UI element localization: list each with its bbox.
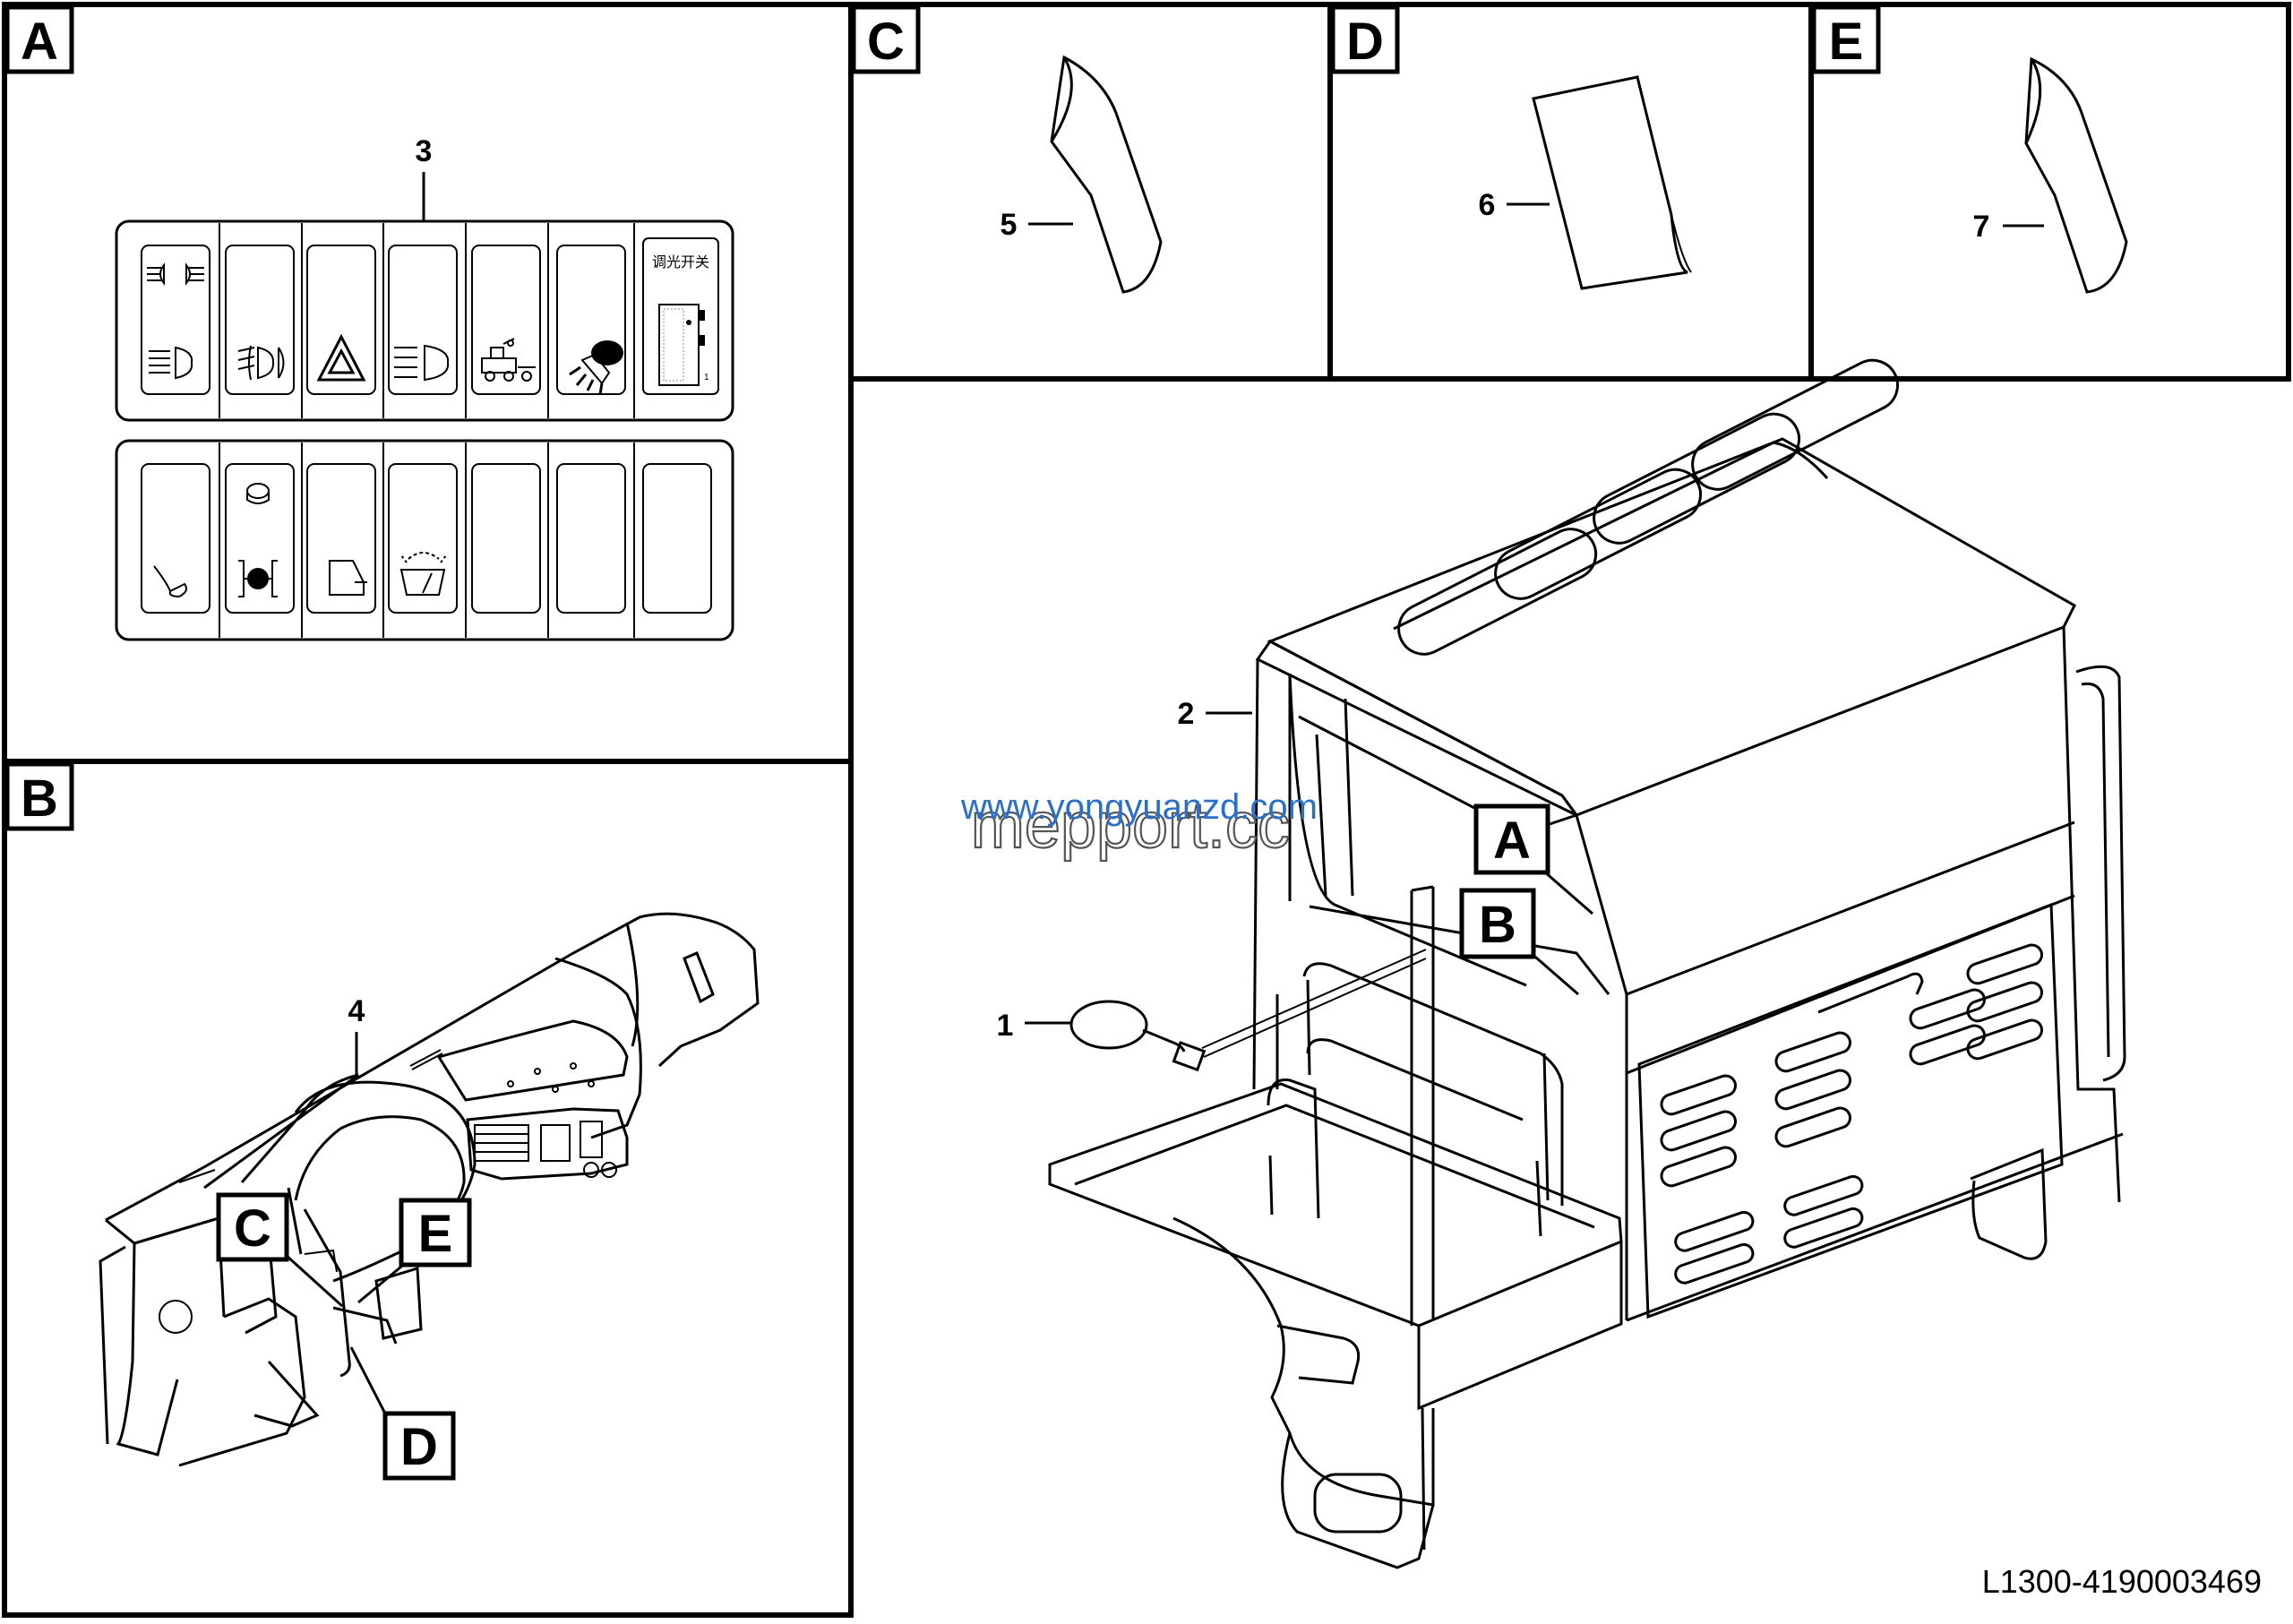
callout-d-dashboard: D: [400, 1418, 438, 1476]
hazard-triangle-icon: [316, 333, 366, 382]
part-number-4: 4: [348, 994, 365, 1028]
dashboard-drawing: 4: [99, 912, 760, 1481]
cab-body: [1252, 626, 2126, 1322]
drawing-code: L1300-4190003469: [1982, 1563, 2262, 1600]
panel-c-label: C: [867, 13, 905, 71]
differential-lock-icon: [238, 483, 278, 597]
fog-light-icon: [237, 345, 285, 381]
window-icon: [329, 560, 367, 596]
decal-part-7: 7: [1973, 56, 2128, 294]
panel-b-frame: [2, 759, 854, 1618]
watermark-line1: www.yongyuanzd.com: [960, 787, 1318, 827]
callout-c-dashboard: C: [234, 1199, 271, 1258]
part-number-6: 6: [1479, 188, 1496, 222]
cab-platform: [1048, 1082, 2048, 1569]
dimmer-switch-text: 调光开关: [652, 254, 709, 271]
part-number-5: 5: [1001, 208, 1018, 242]
part-number-3: 3: [416, 134, 433, 168]
cab-assembly-drawing: 1 2 A B: [997, 358, 2126, 1569]
callout-a-cab: A: [1493, 812, 1531, 870]
watermark-line2: mepport.cc: [971, 790, 1290, 862]
cab-roof: [1255, 358, 2076, 817]
part-number-7: 7: [1973, 210, 1990, 244]
part-number-1: 1: [997, 1009, 1014, 1043]
panel-e-frame: [1808, 2, 2291, 382]
panel-d-label: D: [1346, 13, 1384, 71]
panel-d-frame: [1327, 2, 1814, 382]
watermark: mepport.cc www.yongyuanzd.com: [960, 787, 1318, 863]
horn-icon: [153, 565, 187, 598]
panel-b-label: B: [21, 769, 58, 828]
panel-a-label: A: [21, 13, 58, 71]
part-number-2: 2: [1178, 697, 1195, 731]
low-beam-icon: [394, 344, 450, 382]
decal-part-5: 5: [1001, 55, 1163, 294]
mirror-assembly: [1069, 949, 1427, 1072]
panel-e-label: E: [1829, 13, 1864, 71]
cab-railings: [1267, 885, 1564, 1326]
callout-b-cab: B: [1479, 896, 1516, 954]
panel-c-frame: [848, 2, 1333, 382]
headlight-beam-icon: [147, 262, 204, 380]
decal-part-6: 6: [1479, 75, 1692, 290]
work-lamp-icon: [569, 340, 623, 395]
windshield-washer-icon: [399, 552, 447, 596]
decal-strip-row2: [115, 439, 734, 641]
dimmer-switch-icon: 调光开关 1: [652, 254, 709, 386]
switch-decal-sheet: 3: [115, 134, 734, 641]
callout-e-dashboard: E: [418, 1205, 453, 1263]
svg-text:1: 1: [704, 373, 709, 382]
truck-lift-icon: [481, 338, 536, 382]
panel-labels: A B C D E: [4, 4, 1881, 831]
